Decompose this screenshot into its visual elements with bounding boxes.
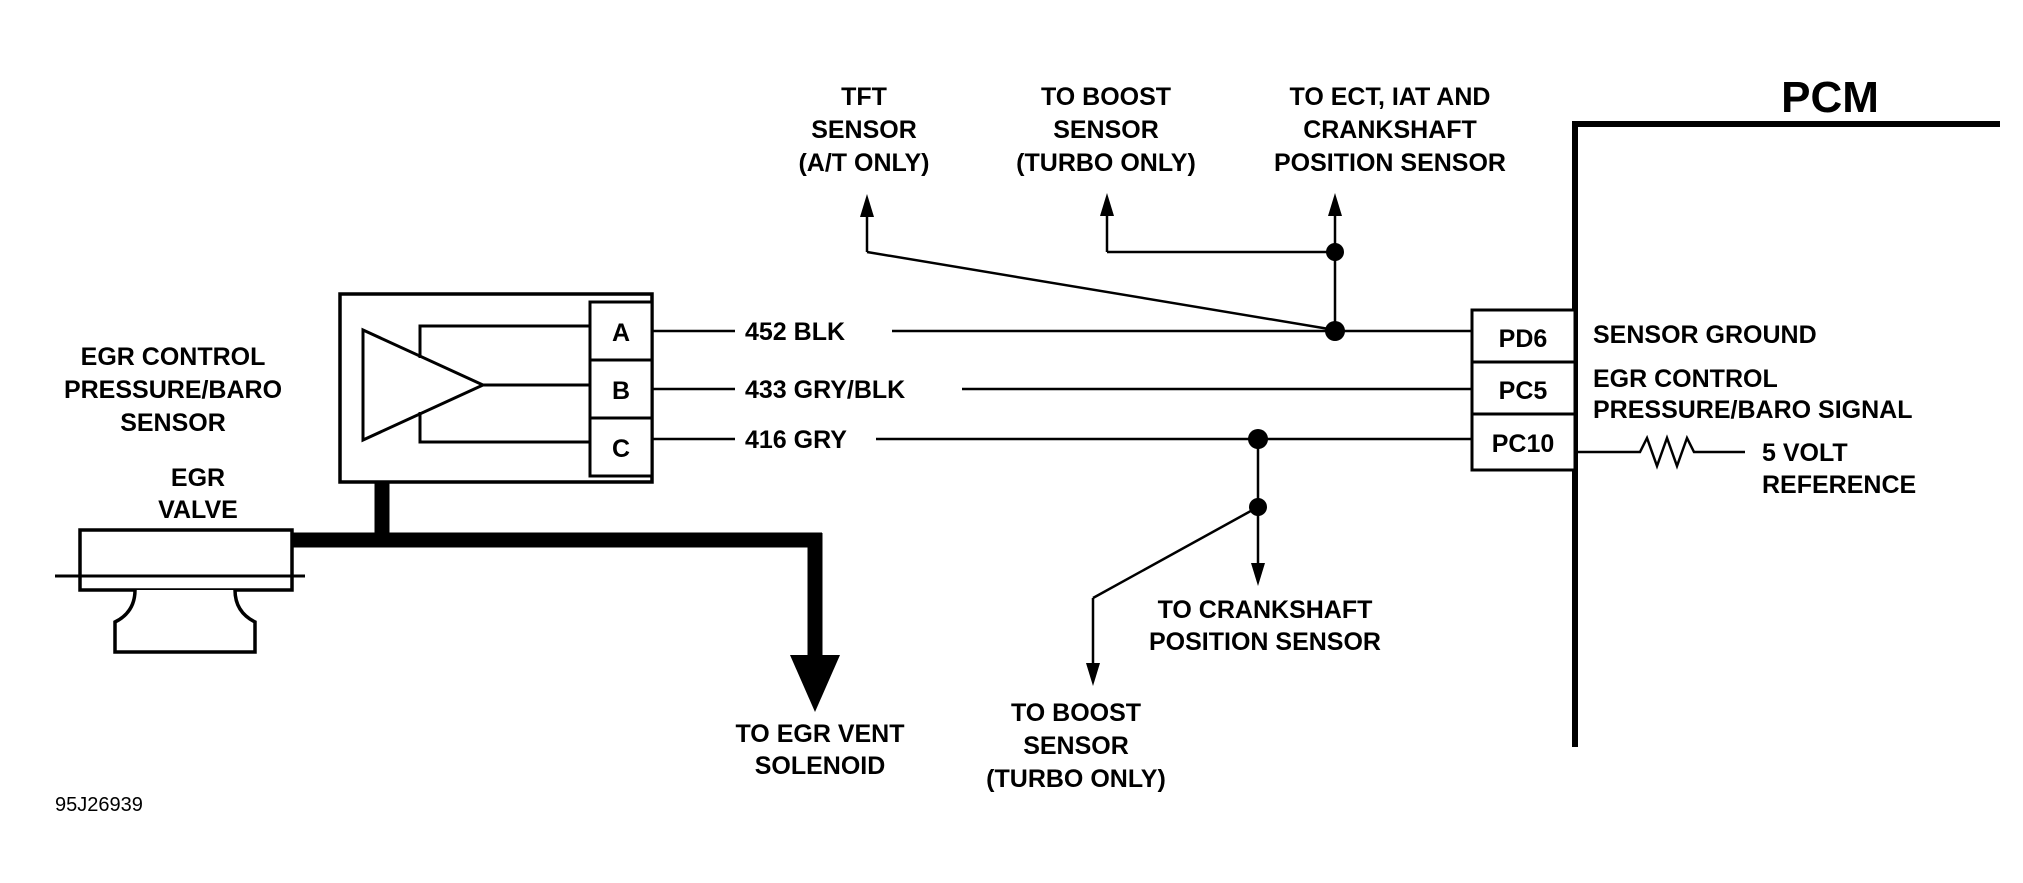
svg-text:SOLENOID: SOLENOID xyxy=(755,752,886,780)
boost-sensor-top-label: TO BOOST SENSOR (TURBO ONLY) xyxy=(1016,83,1196,177)
tft-arrow xyxy=(860,194,874,217)
sensor-pin-c: C xyxy=(612,435,630,463)
svg-text:SENSOR: SENSOR xyxy=(811,116,917,144)
wire-416-gry: 416 GRY xyxy=(745,426,847,454)
amplifier-symbol xyxy=(361,324,590,444)
egr-valve xyxy=(55,528,305,654)
svg-text:EGR CONTROL: EGR CONTROL xyxy=(1593,365,1778,393)
egr-signal-label: EGR CONTROL PRESSURE/BARO SIGNAL xyxy=(1593,365,1912,424)
five-volt-reference-label: 5 VOLT REFERENCE xyxy=(1762,439,1916,499)
sensor-pin-a-box xyxy=(588,300,654,362)
crankshaft-arrow xyxy=(1251,563,1265,586)
svg-text:(TURBO ONLY): (TURBO ONLY) xyxy=(1016,149,1196,177)
svg-text:TO BOOST: TO BOOST xyxy=(1011,699,1141,727)
figure-id: 95J26939 xyxy=(55,794,143,816)
svg-text:(TURBO ONLY): (TURBO ONLY) xyxy=(986,765,1166,793)
egr-valve-label: EGR VALVE xyxy=(158,464,238,524)
svg-text:VALVE: VALVE xyxy=(158,496,238,524)
svg-text:EGR CONTROL: EGR CONTROL xyxy=(81,343,266,371)
sensor-pin-c-box xyxy=(588,416,654,478)
pcm-pin-pc5-box xyxy=(1470,360,1577,416)
svg-text:CRANKSHAFT: CRANKSHAFT xyxy=(1303,116,1477,144)
splice-dot-upper xyxy=(1326,243,1344,261)
ect-iat-crankshaft-label: TO ECT, IAT AND CRANKSHAFT POSITION SENS… xyxy=(1274,83,1506,177)
boost-sensor-bottom-label: TO BOOST SENSOR (TURBO ONLY) xyxy=(986,699,1166,793)
ect-arrow xyxy=(1328,193,1342,216)
svg-text:POSITION SENSOR: POSITION SENSOR xyxy=(1274,149,1506,177)
tft-sensor-label: TFT SENSOR (A/T ONLY) xyxy=(798,83,929,177)
pcm-pin-pd6-box xyxy=(1470,308,1577,364)
boost-bottom-arrow xyxy=(1086,663,1100,686)
svg-text:REFERENCE: REFERENCE xyxy=(1762,471,1916,499)
tft-branch-wire xyxy=(866,250,1336,332)
svg-text:TO EGR VENT: TO EGR VENT xyxy=(735,720,904,748)
sensor-pin-a: A xyxy=(612,319,630,347)
svg-text:(A/T ONLY): (A/T ONLY) xyxy=(798,149,929,177)
resistor-symbol xyxy=(1575,434,1745,470)
pcm-pin-pd6: PD6 xyxy=(1499,325,1548,353)
sensor-pin-b: B xyxy=(612,377,630,405)
boost-bottom-branch-wire xyxy=(1092,505,1259,600)
svg-text:PRESSURE/BARO SIGNAL: PRESSURE/BARO SIGNAL xyxy=(1593,396,1912,424)
svg-text:PRESSURE/BARO: PRESSURE/BARO xyxy=(64,376,282,404)
svg-text:TFT: TFT xyxy=(841,83,887,111)
pcm-pin-pc5: PC5 xyxy=(1499,377,1548,405)
sensor-ground-label: SENSOR GROUND xyxy=(1593,321,1817,349)
egr-control-sensor-label: EGR CONTROL PRESSURE/BARO SENSOR xyxy=(64,343,282,437)
svg-text:5 VOLT: 5 VOLT xyxy=(1762,439,1848,467)
svg-text:TO BOOST: TO BOOST xyxy=(1041,83,1171,111)
svg-text:EGR: EGR xyxy=(171,464,225,492)
svg-text:SENSOR: SENSOR xyxy=(120,409,226,437)
svg-text:SENSOR: SENSOR xyxy=(1023,732,1129,760)
pcm-pin-pc10-box xyxy=(1470,412,1577,472)
wire-433-gry-blk: 433 GRY/BLK xyxy=(745,376,905,404)
pcm-outline xyxy=(1572,121,2000,747)
crankshaft-label: TO CRANKSHAFT POSITION SENSOR xyxy=(1149,596,1381,656)
egr-vent-label: TO EGR VENT SOLENOID xyxy=(735,720,904,780)
svg-text:TO CRANKSHAFT: TO CRANKSHAFT xyxy=(1158,596,1373,624)
egr-vent-arrow xyxy=(790,655,840,712)
svg-text:POSITION SENSOR: POSITION SENSOR xyxy=(1149,628,1381,656)
wire-452-blk: 452 BLK xyxy=(745,318,845,346)
svg-text:TO ECT, IAT AND: TO ECT, IAT AND xyxy=(1290,83,1491,111)
pcm-title: PCM xyxy=(1781,73,1879,122)
svg-text:SENSOR GROUND: SENSOR GROUND xyxy=(1593,321,1817,349)
pcm-pin-pc10: PC10 xyxy=(1492,430,1555,458)
boost-top-arrow xyxy=(1100,193,1114,216)
svg-text:SENSOR: SENSOR xyxy=(1053,116,1159,144)
